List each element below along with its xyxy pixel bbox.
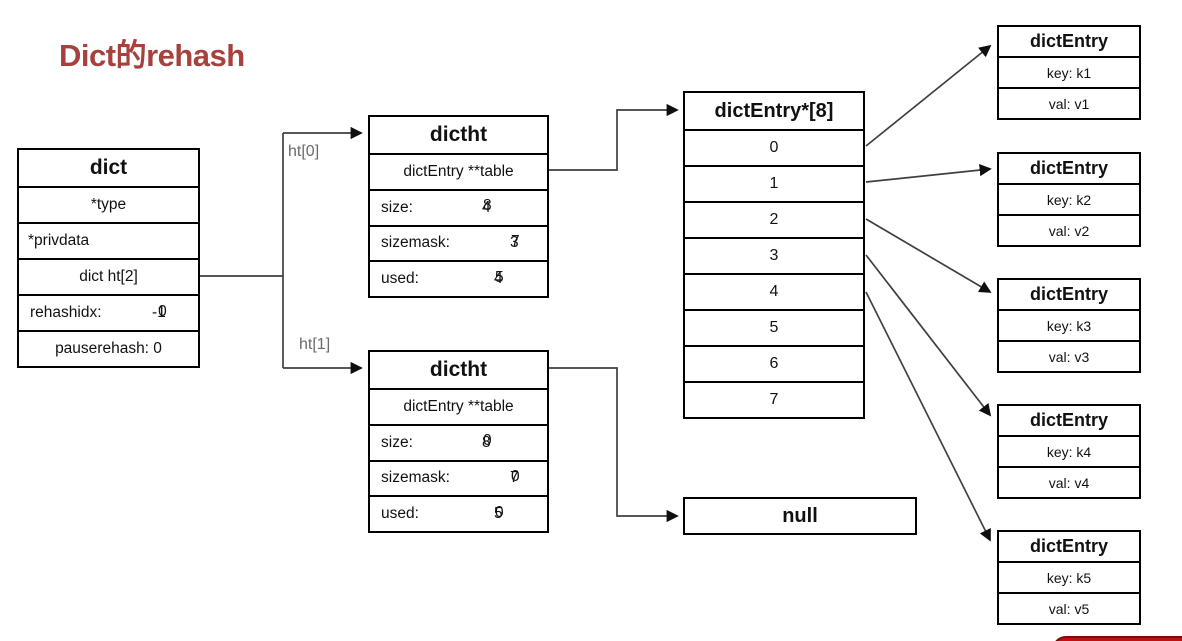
dictht0-size-new: 8: [483, 197, 492, 215]
array-slot-3: 3: [685, 237, 863, 273]
dict-box-header: dict: [89, 156, 128, 179]
dictentry-3-key: key: k3: [999, 309, 1139, 340]
null-box-label: null: [782, 504, 818, 527]
wire-slot3-to-entry4: [865, 254, 992, 417]
dictentry-node-3: dictEntry key: k3 val: v3: [997, 278, 1141, 373]
dictht0-sizemask-new: 7: [511, 232, 520, 250]
dict-row-ht2: dict ht[2]: [19, 258, 198, 294]
red-ribbon-decoration: [1052, 636, 1182, 641]
dictht1-size-value-overlap: 8 0: [482, 432, 492, 452]
dictht1-struct-box: dictht dictEntry **table size: 8 0 sizem…: [368, 350, 549, 533]
dictht1-used-new: 0: [495, 503, 504, 521]
array-slot-5: 5: [685, 309, 863, 345]
ht0-pointer-label: ht[0]: [288, 143, 320, 160]
dictht1-used-label: used:: [381, 505, 419, 523]
dict-row-pauserehash: pauserehash: 0: [19, 330, 198, 366]
dictentry-4-header: dictEntry: [1029, 410, 1108, 430]
dictentry-4-key: key: k4: [999, 435, 1139, 466]
dictentry-5-header: dictEntry: [1029, 536, 1108, 556]
dictht1-sizemask-new: 0: [511, 467, 520, 485]
dictentry-node-2: dictEntry key: k2 val: v2: [997, 152, 1141, 247]
dictentry-2-key: key: k2: [999, 183, 1139, 214]
wire-slot2-to-entry3: [865, 218, 992, 293]
wire-dict-to-branch: [200, 133, 284, 368]
dictentry-1-val: val: v1: [999, 87, 1139, 118]
dict-row-type: *type: [19, 186, 198, 222]
rehashidx-value-overlap: -1 0: [152, 302, 167, 322]
dictht1-size-label: size:: [381, 433, 413, 451]
wire-ht0-to-array: [549, 103, 679, 171]
dictht1-sizemask-label: sizemask:: [381, 469, 450, 487]
dictht0-sizemask-label: sizemask:: [381, 234, 450, 252]
dictht1-size-old: 8: [482, 433, 491, 451]
rehashidx-label: rehashidx:: [30, 304, 102, 321]
wire-slot1-to-entry2: [865, 163, 992, 183]
dictht0-table-row: dictEntry **table: [370, 153, 547, 189]
dict-row-rehashidx: rehashidx: -1 0: [19, 294, 198, 330]
dictentry-5-val: val: v5: [999, 592, 1139, 623]
dictht0-size-old: 4: [482, 198, 491, 216]
dictht1-sizemask-old: 7: [510, 469, 519, 487]
dictentry-5-key: key: k5: [999, 561, 1139, 592]
ht1-pointer-label: ht[1]: [299, 336, 331, 353]
dictht1-sizemask-value-overlap: 7 0: [510, 467, 520, 487]
array-slot-1: 1: [685, 165, 863, 201]
dictentry-node-1: dictEntry key: k1 val: v1: [997, 25, 1141, 120]
dictht0-used-new: 5: [495, 268, 504, 286]
array-slot-2: 2: [685, 201, 863, 237]
dictht0-used-label: used:: [381, 270, 419, 288]
dictht0-sizemask-old: 3: [510, 234, 519, 252]
rehashidx-new-value: 0: [158, 302, 167, 320]
dictht1-table-row: dictEntry **table: [370, 388, 547, 424]
dictht1-size-row: size: 8 0: [370, 423, 547, 460]
dictentry-2-val: val: v2: [999, 214, 1139, 245]
array-slot-6: 6: [685, 345, 863, 381]
rehashidx-old-value: -1: [152, 304, 166, 321]
dictentry-array-box: dictEntry*[8] 0 1 2 3 4 5 6 7: [683, 91, 865, 419]
dictentry-1-key: key: k1: [999, 56, 1139, 87]
dictht1-used-row: used: 5 0: [370, 495, 547, 531]
dictentry-3-header: dictEntry: [1029, 284, 1108, 304]
dictentry-4-val: val: v4: [999, 466, 1139, 497]
wire-ht1-to-null: [549, 367, 679, 523]
dictht1-header: dictht: [429, 358, 488, 381]
dictentry-1-header: dictEntry: [1029, 31, 1108, 51]
dictht0-used-value-overlap: 4 5: [494, 268, 504, 288]
dict-row-privdata: *privdata: [19, 222, 198, 258]
dictht1-sizemask-row: sizemask: 7 0: [370, 459, 547, 496]
array-slot-0: 0: [685, 129, 863, 165]
dictentry-3-val: val: v3: [999, 340, 1139, 371]
dictht1-used-value-overlap: 5 0: [494, 503, 504, 523]
array-slot-4: 4: [685, 273, 863, 309]
dictht0-size-label: size:: [381, 198, 413, 216]
dictht1-used-old: 5: [494, 505, 503, 523]
dictht0-size-value-overlap: 4 8: [482, 197, 492, 217]
dictht0-struct-box: dictht dictEntry **table size: 4 8 sizem…: [368, 115, 549, 298]
page-title: Dict的rehash: [59, 38, 245, 73]
dictht1-size-new: 0: [483, 432, 492, 450]
dictentry-node-5: dictEntry key: k5 val: v5: [997, 530, 1141, 625]
dictentry-array-header: dictEntry*[8]: [714, 99, 834, 122]
dictht0-used-row: used: 4 5: [370, 260, 547, 296]
array-slot-7: 7: [685, 381, 863, 417]
dictht0-sizemask-row: sizemask: 3 7: [370, 224, 547, 261]
dictentry-2-header: dictEntry: [1029, 158, 1108, 178]
dictht0-used-old: 4: [494, 270, 503, 288]
dictht0-header: dictht: [429, 123, 488, 146]
dictht0-sizemask-value-overlap: 3 7: [510, 232, 520, 252]
null-box: null: [683, 497, 917, 535]
dict-struct-box: dict *type *privdata dict ht[2] rehashid…: [17, 148, 200, 368]
dictht0-size-row: size: 4 8: [370, 188, 547, 225]
dictentry-node-4: dictEntry key: k4 val: v4: [997, 404, 1141, 499]
wire-slot0-to-entry1: [865, 44, 992, 147]
